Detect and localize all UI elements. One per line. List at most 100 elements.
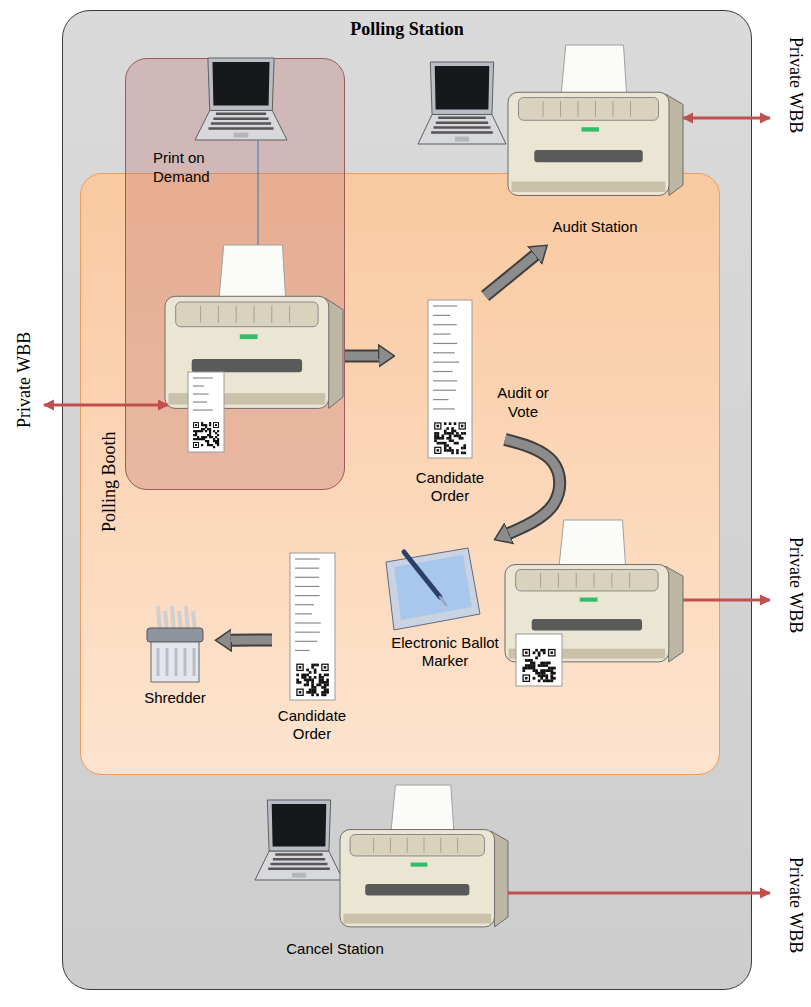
qr-module xyxy=(195,432,197,434)
bin-slat xyxy=(157,648,160,676)
laptop xyxy=(195,58,287,140)
qr-module xyxy=(456,452,459,455)
shredder-head xyxy=(147,628,203,642)
qr-module xyxy=(540,649,543,652)
qr-module xyxy=(463,452,466,455)
qr-module xyxy=(205,440,207,442)
qr-module xyxy=(217,440,219,442)
qr-module xyxy=(543,674,546,677)
printer-body xyxy=(165,296,329,408)
qr-module xyxy=(451,449,454,452)
printer xyxy=(505,520,683,662)
qr-module xyxy=(324,681,327,684)
qr-module xyxy=(540,674,543,677)
flow-arrow xyxy=(505,439,560,533)
node-label: Polling Booth xyxy=(98,431,121,532)
qr-module xyxy=(319,681,322,684)
wbb-label: Private WBB xyxy=(784,37,807,133)
qr-module xyxy=(540,662,543,665)
qr-module xyxy=(543,672,546,675)
qr-module xyxy=(304,676,307,679)
qr-finder xyxy=(461,425,463,427)
laptop xyxy=(255,800,343,880)
slip-paper xyxy=(516,634,562,686)
qr-module xyxy=(326,691,329,694)
flow-arrow xyxy=(231,640,272,641)
bin-slat xyxy=(193,648,196,676)
qr-module xyxy=(215,436,217,438)
qr-finder xyxy=(522,674,530,682)
qr-finder xyxy=(194,423,198,427)
qr-module xyxy=(437,437,440,440)
qr-module xyxy=(296,674,299,677)
laptop-keys xyxy=(211,122,271,125)
qr-module xyxy=(437,435,440,438)
printer-ridge xyxy=(558,573,559,588)
printer-slot xyxy=(192,359,302,372)
qr-module xyxy=(538,679,541,682)
qr-module xyxy=(540,664,543,667)
qr-module xyxy=(201,436,203,438)
wbb-link xyxy=(683,599,770,602)
slip-print xyxy=(193,401,207,402)
qr-module xyxy=(451,452,454,455)
qr-module xyxy=(454,422,457,425)
laptop-keys xyxy=(436,121,488,124)
laptop-keys xyxy=(273,858,325,861)
laptop-pad xyxy=(455,137,469,142)
qr-module xyxy=(197,430,199,432)
qr-finder xyxy=(193,442,199,448)
cancel-station: Cancel Station xyxy=(240,780,430,965)
qr-module xyxy=(451,430,454,433)
slip-print xyxy=(433,362,459,363)
arrow-outline xyxy=(231,634,272,647)
shredder: Shredder xyxy=(135,600,215,712)
qr-module xyxy=(535,649,538,652)
qr-module xyxy=(209,444,211,446)
wbb-label: Private WBB xyxy=(784,857,807,953)
qr-module xyxy=(211,444,213,446)
printer xyxy=(340,785,508,927)
qr-module xyxy=(311,666,314,669)
qr-module xyxy=(528,664,531,667)
qr-module xyxy=(314,689,317,692)
electronic-ballot-marker: Electronic Ballot Marker xyxy=(375,540,515,675)
paper-strip xyxy=(165,611,167,632)
qr-module xyxy=(319,684,322,687)
qr-ground xyxy=(434,422,466,454)
qr-finder xyxy=(299,666,301,668)
slip-print xyxy=(295,577,319,578)
qr-module xyxy=(299,681,302,684)
qr-module xyxy=(525,659,528,662)
qr-module xyxy=(535,657,538,660)
qr-module xyxy=(217,438,219,440)
qr-module xyxy=(207,440,209,442)
qr-module xyxy=(201,438,203,440)
qr-module xyxy=(454,442,457,445)
node-label: Audit Station xyxy=(552,218,637,237)
printer-side xyxy=(491,831,508,927)
qr-module xyxy=(533,667,536,670)
qr-module xyxy=(540,669,543,672)
candidate-order-slip: Candidate Order xyxy=(395,296,505,510)
printer-ridge xyxy=(630,101,631,117)
printer-slot xyxy=(365,884,469,896)
qr-finder xyxy=(524,676,529,681)
qr-module xyxy=(326,684,329,687)
qr-module xyxy=(321,679,324,682)
qr-finder xyxy=(435,448,440,453)
stylus-tip xyxy=(440,597,446,605)
qr-module xyxy=(439,442,442,445)
qr-module xyxy=(215,432,217,434)
laptop-screen xyxy=(435,66,490,109)
qr-module xyxy=(550,677,553,680)
qr-module xyxy=(441,437,444,440)
qr-module xyxy=(319,674,322,677)
slip-print xyxy=(295,568,319,569)
printer-ridge xyxy=(407,838,408,853)
qr-module xyxy=(543,679,546,682)
qr-module xyxy=(538,651,541,654)
qr-module xyxy=(459,437,462,440)
qr-module xyxy=(203,424,205,426)
